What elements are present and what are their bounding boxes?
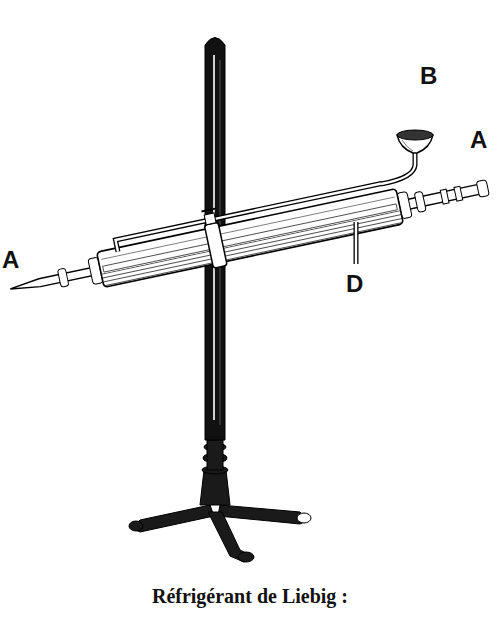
part-letter: B: [420, 64, 437, 88]
condenser: [3, 152, 492, 310]
part-letter: D: [346, 272, 363, 296]
outlet-tube: [356, 222, 357, 264]
part-letter: A: [2, 248, 19, 272]
figure-caption: Réfrigérant de Liebig :: [0, 585, 500, 608]
part-letter: A: [470, 128, 487, 152]
tripod-base: [129, 440, 311, 562]
funnel: [381, 130, 433, 184]
